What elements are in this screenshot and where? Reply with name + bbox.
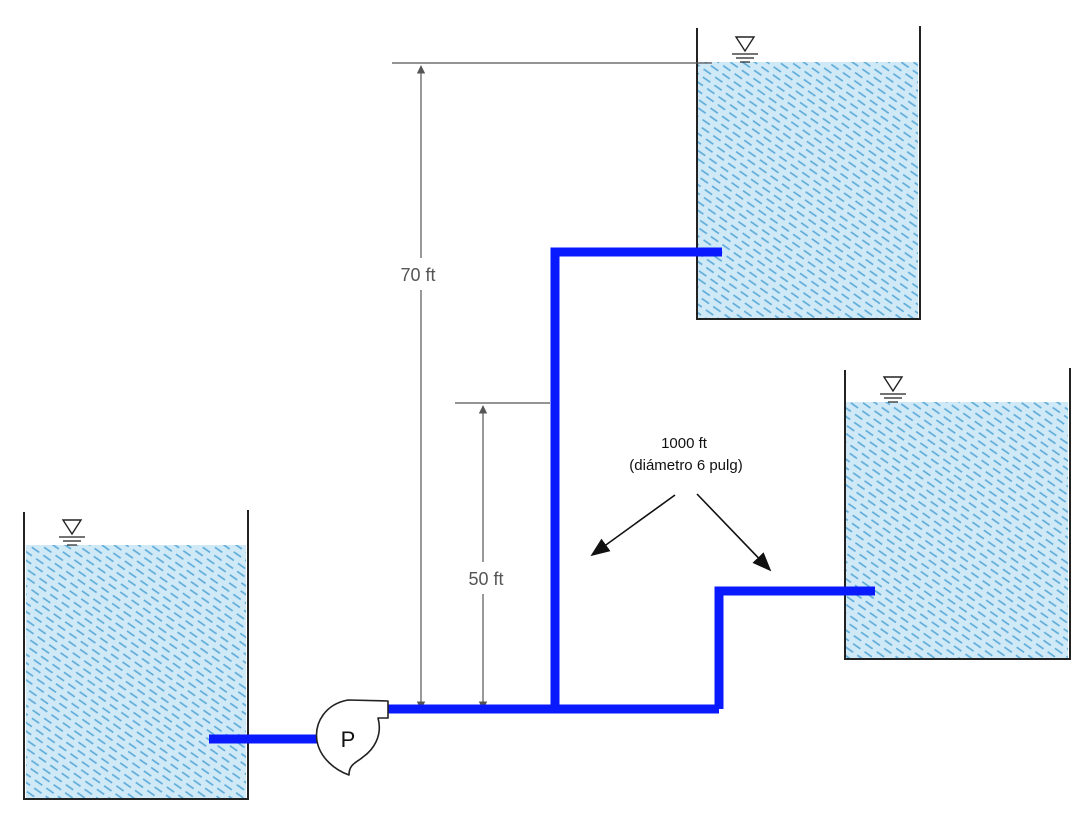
pump-icon: P [315,699,389,776]
dimension-50ft: 50 ft [455,402,550,710]
supply-tank-water [26,545,246,798]
pipe-note-length: 1000 ft [661,435,708,452]
upper-tank [696,26,921,320]
upper-tank-walls [696,26,921,320]
riser-pipe-to-middle-tank [714,586,875,709]
supply-tank-walls [23,510,249,800]
dimension-70ft: 70 ft [392,62,712,710]
pipe-network [209,247,875,744]
dimension-50ft-label: 50 ft [468,569,503,589]
supply-tank [23,510,249,800]
pump-label: P [341,727,356,752]
free-surface-icon [59,519,85,546]
pipe-note-arrow-right [696,493,772,572]
middle-tank-walls [844,368,1071,660]
upper-tank-water [698,62,918,318]
pipe-note-arrow-left [590,494,676,557]
middle-tank [844,368,1071,660]
pump-body [315,699,389,776]
dimension-70ft-label: 70 ft [400,265,435,285]
pipe-note: 1000 ft (diámetro 6 pulg) [590,435,772,572]
free-surface-icon [880,376,906,403]
pipe-note-diameter: (diámetro 6 pulg) [629,457,742,474]
middle-tank-water [846,402,1068,658]
riser-pipe-to-upper-tank [550,247,722,709]
free-surface-icon [732,36,758,63]
